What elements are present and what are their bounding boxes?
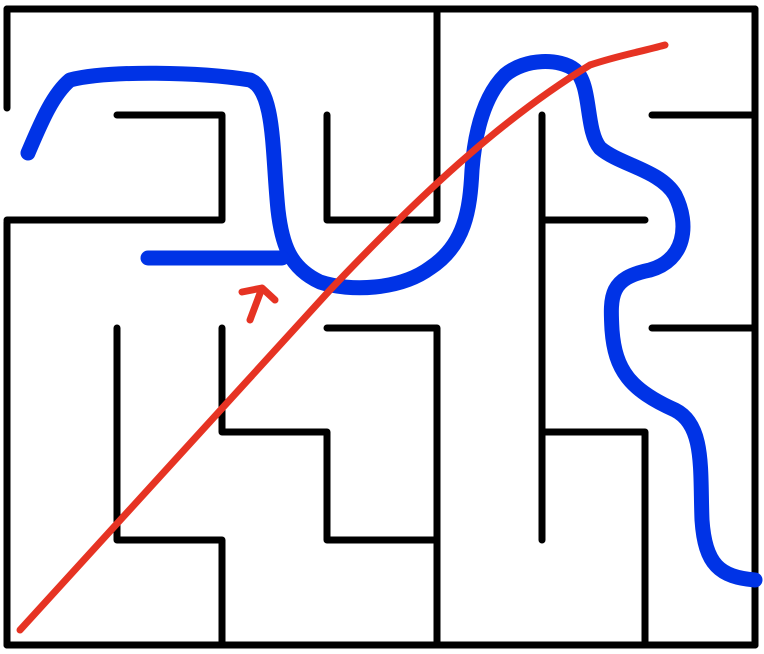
maze-walls bbox=[3, 5, 759, 649]
red-arrow-mark bbox=[238, 284, 279, 324]
maze-wall bbox=[3, 111, 226, 224]
red-diagonal-stroke bbox=[16, 41, 669, 634]
maze-wall bbox=[323, 324, 441, 649]
maze-wall bbox=[113, 324, 226, 649]
maze-wall bbox=[218, 324, 441, 544]
maze-wall bbox=[538, 428, 649, 649]
blue-solution-stroke bbox=[20, 54, 763, 588]
